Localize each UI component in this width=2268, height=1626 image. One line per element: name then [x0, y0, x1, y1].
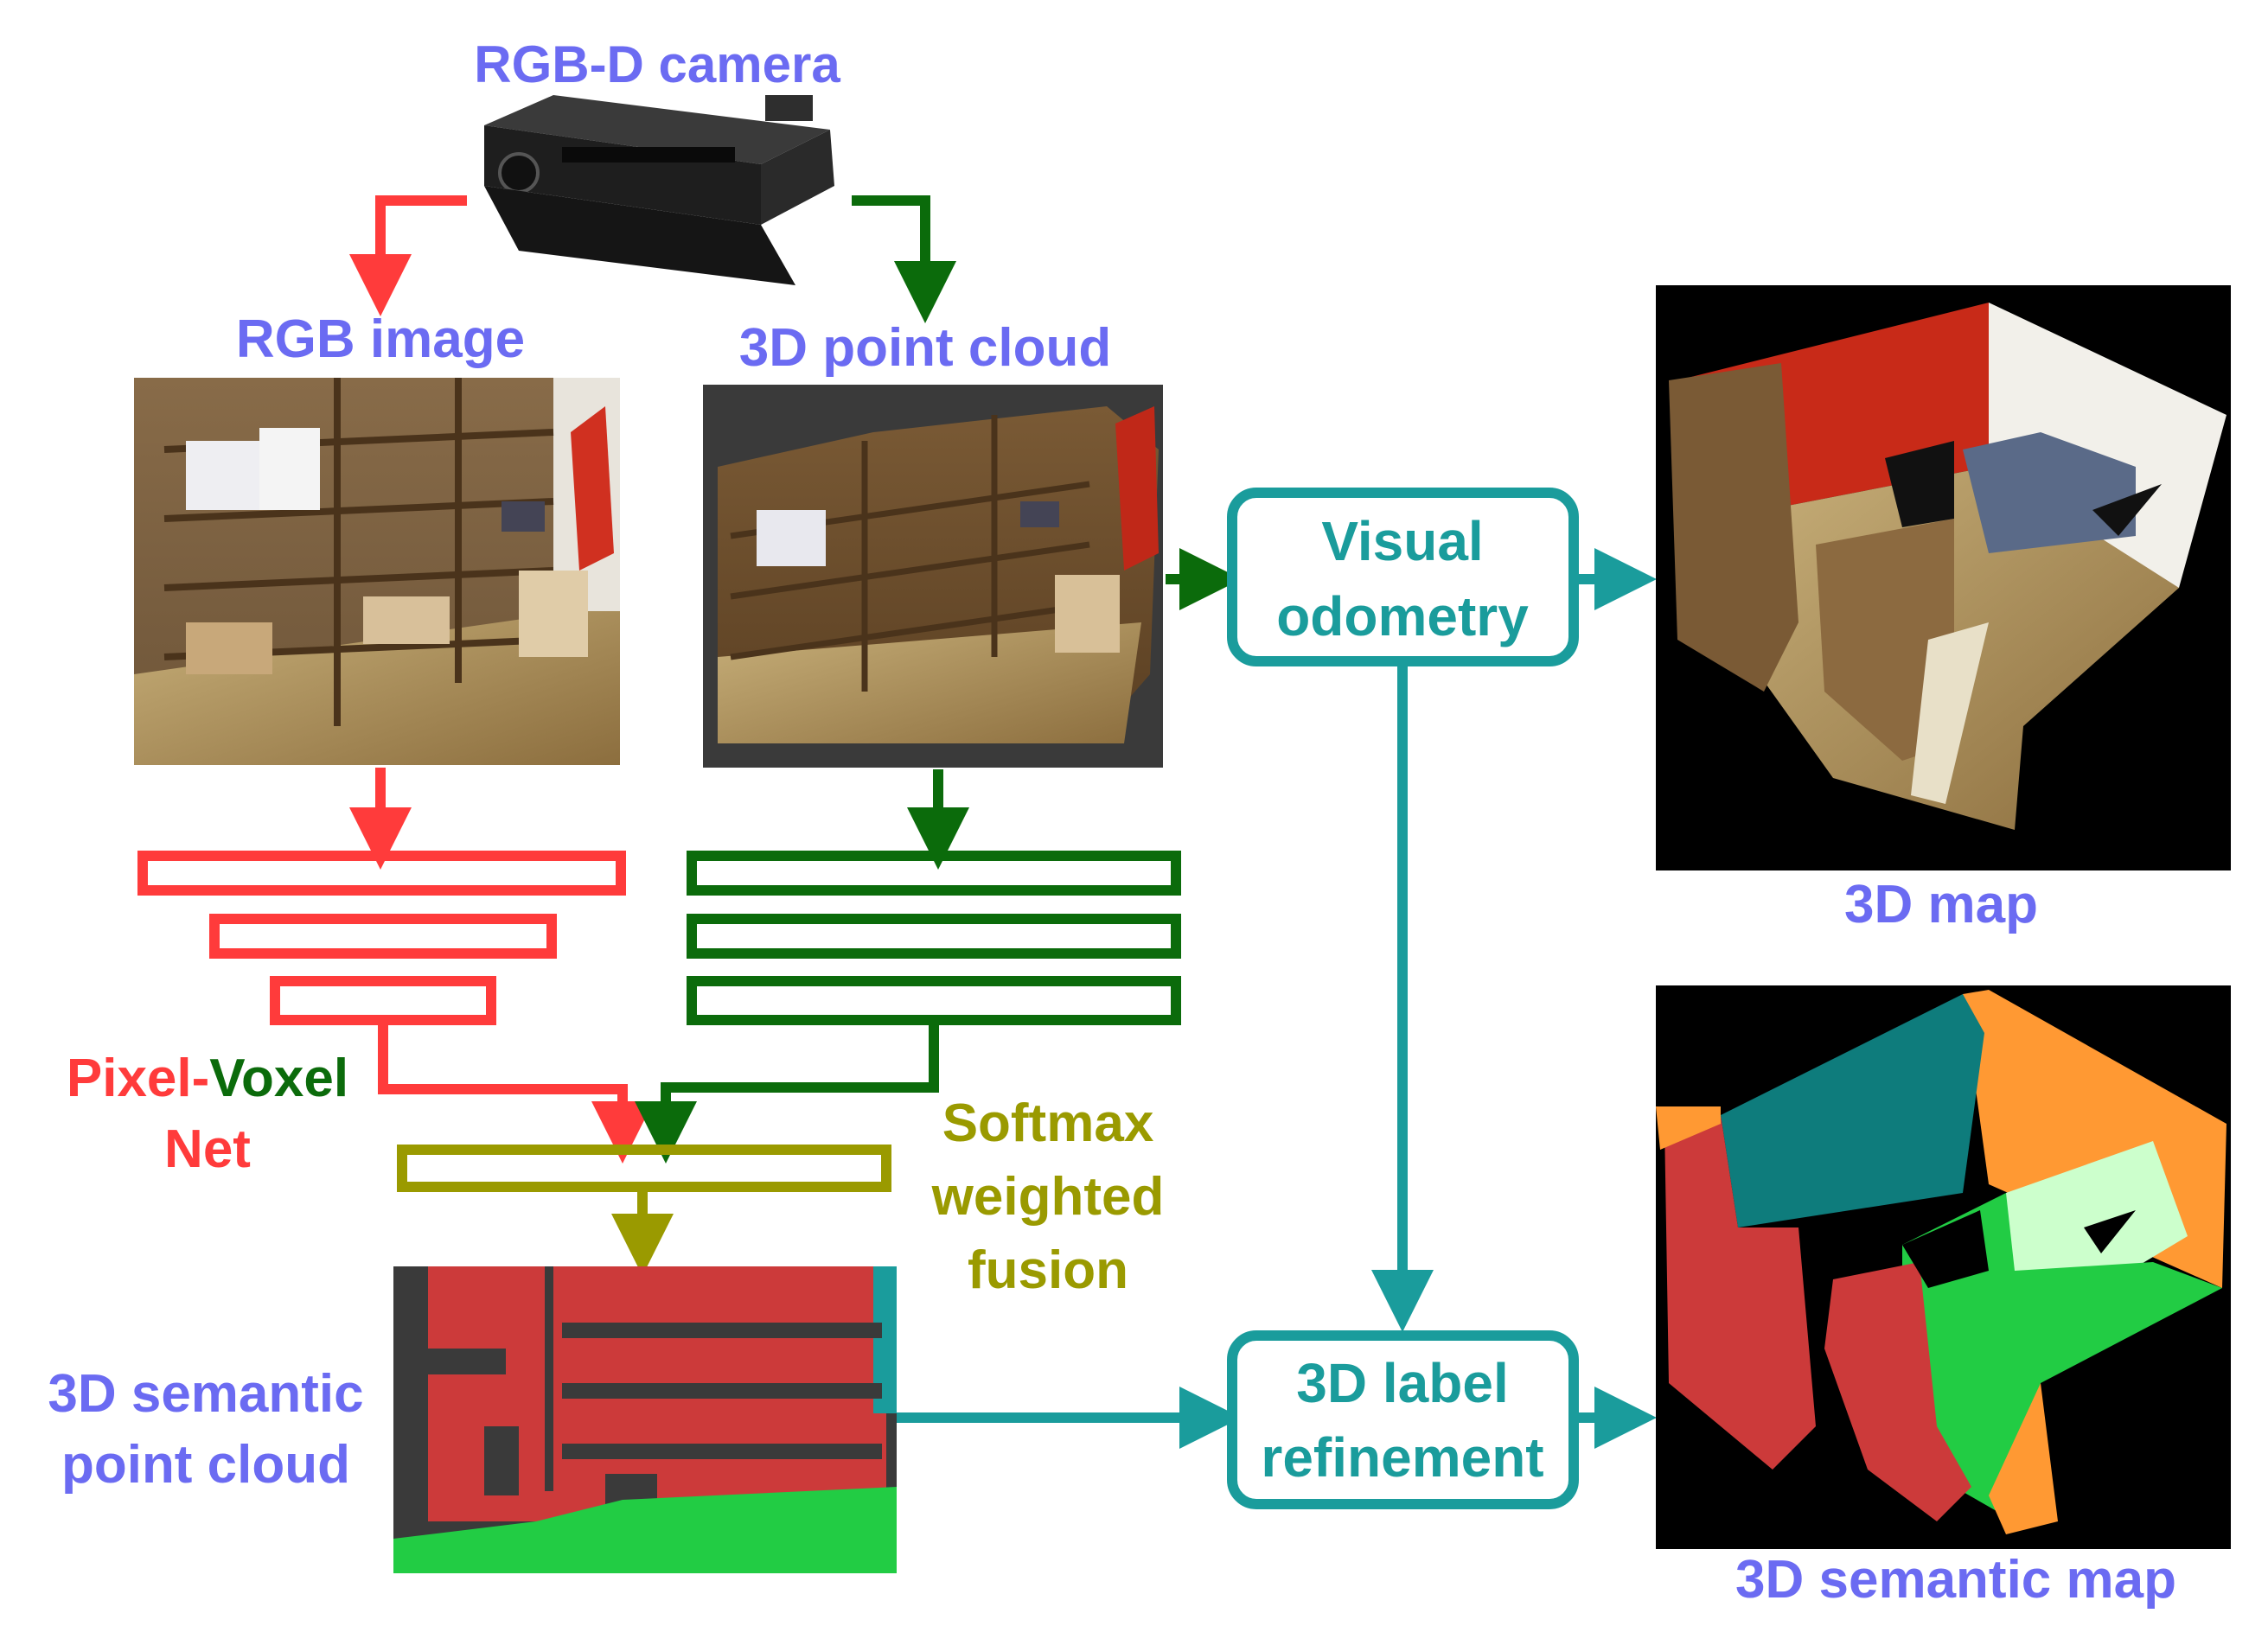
- camera-to-cloud-arrow: [852, 195, 956, 323]
- cloud-encoder: [687, 851, 1181, 1025]
- semantic-cloud-label-line1: 3D semantic: [48, 1364, 363, 1424]
- semantic-map-label: 3D semantic map: [1735, 1550, 2176, 1610]
- semantic-point-cloud-image: [393, 1266, 897, 1573]
- camera-image: [484, 95, 834, 285]
- camera-to-rgb-arrow: [349, 195, 467, 316]
- semantic-cloud-label-line2: point cloud: [61, 1435, 350, 1495]
- rgb-to-fusion-arrow: [378, 1020, 654, 1164]
- label-refinement-label-line2: refinement: [1261, 1426, 1543, 1489]
- map-image: [1656, 285, 2231, 870]
- point-cloud-image: [703, 385, 1163, 768]
- map-label: 3D map: [1844, 875, 2038, 934]
- rgb-image-label: RGB image: [236, 309, 525, 369]
- camera-label: RGB-D camera: [474, 35, 840, 93]
- fusion-layer: [397, 1145, 891, 1192]
- point-cloud-label: 3D point cloud: [739, 318, 1112, 378]
- semantic-map-image: [1656, 985, 2231, 1549]
- visual-odometry-label-line1: Visual: [1321, 510, 1483, 572]
- label-refinement-label-line1: 3D label: [1296, 1352, 1508, 1414]
- pixel-label: Pixel-: [67, 1049, 209, 1108]
- pixel-voxel-net-label: Pixel-Voxel: [67, 1049, 348, 1108]
- softmax-label-line3: fusion: [968, 1240, 1128, 1300]
- cloud-to-fusion-arrow: [635, 1020, 939, 1164]
- rgb-image: [134, 378, 620, 765]
- softmax-label-line1: Softmax: [942, 1094, 1154, 1153]
- visual-odometry-label-line2: odometry: [1276, 585, 1529, 647]
- softmax-label-line2: weighted: [931, 1167, 1165, 1227]
- rgb-encoder: [137, 851, 626, 1025]
- voxel-label: Voxel: [209, 1049, 348, 1108]
- net-label: Net: [164, 1119, 251, 1179]
